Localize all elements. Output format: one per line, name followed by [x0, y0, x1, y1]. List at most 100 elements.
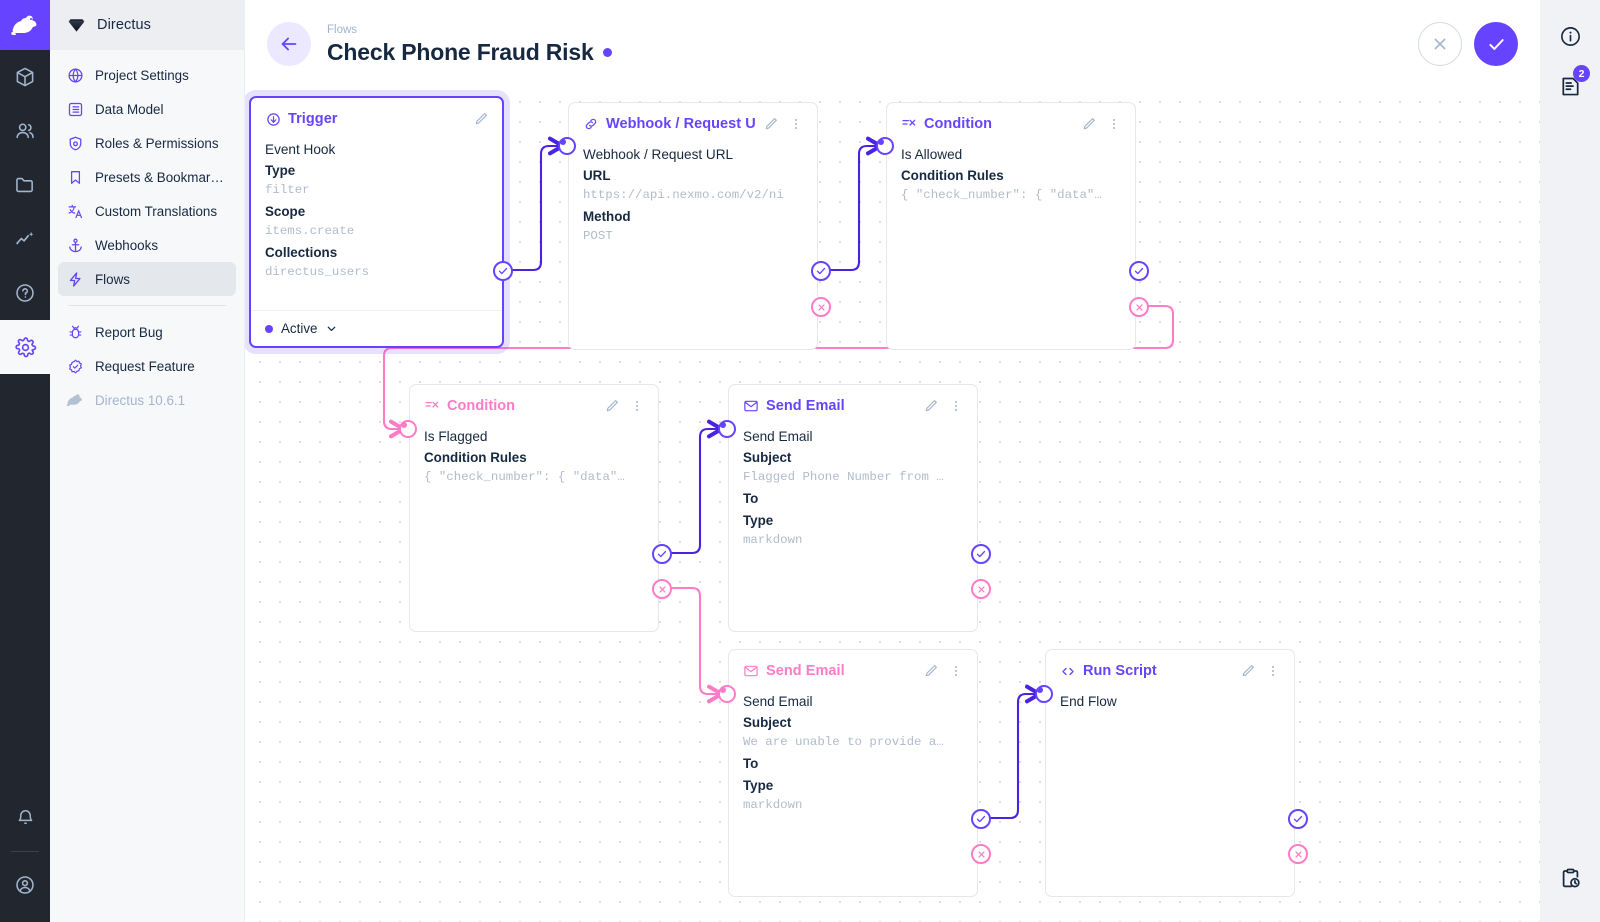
sidebar-item-flows[interactable]: Flows: [58, 262, 236, 296]
field-label: Type: [265, 163, 296, 178]
flow-canvas[interactable]: Trigger Event Hook Type filter Scope ite…: [245, 88, 1540, 922]
port-trigger-resolve[interactable]: [493, 261, 513, 281]
port-run-script-reject[interactable]: [1288, 844, 1308, 864]
port-send-email-flagged-input[interactable]: [718, 420, 736, 438]
port-send-email-unable-resolve[interactable]: [971, 809, 991, 829]
port-condition-allowed-reject[interactable]: [1129, 297, 1149, 317]
save-button[interactable]: [1474, 22, 1518, 66]
rail-item-content[interactable]: [0, 50, 50, 104]
port-condition-flagged-resolve[interactable]: [652, 544, 672, 564]
port-webhook-reject[interactable]: [811, 297, 831, 317]
rail-item-account[interactable]: [0, 858, 50, 912]
node-body: Event Hook Type filter Scope items.creat…: [251, 140, 502, 294]
flow-node-condition-flagged[interactable]: Condition Is Flagged Condition Rules { "…: [409, 384, 659, 632]
sidebar-item-presets-bookmarks[interactable]: Presets & Bookmar…: [58, 160, 236, 194]
node-name: Send Email: [743, 694, 813, 709]
port-condition-flagged-input[interactable]: [399, 420, 417, 438]
more-vertical-icon[interactable]: [948, 398, 964, 414]
sidebar-item-data-model[interactable]: Data Model: [58, 92, 236, 126]
sidebar-version: Directus 10.6.1: [58, 383, 236, 417]
edit-icon[interactable]: [1081, 116, 1097, 132]
flow-node-send-email-flagged[interactable]: Send Email Send Email Subject Flagged Ph…: [728, 384, 978, 632]
sidebar-item-request-feature[interactable]: Request Feature: [58, 349, 236, 383]
flow-node-send-email-unable[interactable]: Send Email Send Email Subject We are una…: [728, 649, 978, 897]
more-vertical-icon[interactable]: [948, 663, 964, 679]
port-webhook-resolve[interactable]: [811, 261, 831, 281]
module-rail-items: [0, 50, 50, 374]
sidebar-item-custom-translations[interactable]: Custom Translations: [58, 194, 236, 228]
port-condition-allowed-resolve[interactable]: [1129, 261, 1149, 281]
rail-item-insights[interactable]: [0, 212, 50, 266]
rail-item-notifications[interactable]: [0, 791, 50, 845]
flow-node-webhook[interactable]: Webhook / Request U Webhook / Request UR…: [568, 102, 818, 350]
info-circle-icon: [1560, 26, 1580, 46]
field-label: To: [743, 491, 759, 506]
chevron-down-icon[interactable]: [325, 322, 338, 335]
flow-editor: Flows Check Phone Fraud Risk: [245, 0, 1540, 922]
sidebar-item-report-bug[interactable]: Report Bug: [58, 315, 236, 349]
edit-icon[interactable]: [763, 116, 779, 132]
node-body: End Flow: [1046, 692, 1294, 725]
edge-send-email-unable-to-run-script: [982, 684, 1042, 820]
info-sidebar-button[interactable]: [1548, 14, 1592, 58]
directus-diamond-icon: [68, 18, 85, 32]
sidebar-item-project-settings[interactable]: Project Settings: [58, 58, 236, 92]
port-condition-allowed-input[interactable]: [876, 137, 894, 155]
port-send-email-flagged-reject[interactable]: [971, 579, 991, 599]
node-header: Send Email: [729, 385, 977, 427]
port-send-email-unable-input[interactable]: [718, 685, 736, 703]
sidebar-item-roles-permissions[interactable]: Roles & Permissions: [58, 126, 236, 160]
cancel-button[interactable]: [1418, 22, 1462, 66]
edit-icon[interactable]: [923, 663, 939, 679]
port-run-script-input[interactable]: [1035, 685, 1053, 703]
sidebar-item-label: Data Model: [95, 101, 164, 117]
more-vertical-icon[interactable]: [629, 398, 645, 414]
check-circle-icon: [652, 544, 672, 564]
edit-icon[interactable]: [604, 398, 620, 414]
flow-node-condition-allowed[interactable]: Condition Is Allowed Condition Rules { "…: [886, 102, 1136, 350]
directus-logo[interactable]: [0, 0, 50, 50]
activity-history-button[interactable]: [1548, 856, 1592, 900]
rail-item-file-library[interactable]: [0, 158, 50, 212]
port-send-email-flagged-resolve[interactable]: [971, 544, 991, 564]
node-title: Run Script: [1083, 663, 1157, 679]
node-name: Webhook / Request URL: [583, 147, 734, 162]
edit-icon[interactable]: [1240, 663, 1256, 679]
port-run-script-resolve[interactable]: [1288, 809, 1308, 829]
sidebar-divider: [68, 305, 226, 306]
more-vertical-icon[interactable]: [1265, 663, 1281, 679]
bolt-icon: [66, 270, 84, 288]
check-circle-icon: [493, 261, 513, 281]
rail-item-settings[interactable]: [0, 320, 50, 374]
node-name: Is Allowed: [901, 147, 963, 162]
back-button[interactable]: [267, 22, 311, 66]
arrow-left-icon: [281, 37, 297, 51]
node-name: Is Flagged: [424, 429, 488, 444]
edit-icon[interactable]: [473, 111, 489, 127]
folder-icon: [16, 177, 33, 193]
edit-icon[interactable]: [923, 398, 939, 414]
sidebar-item-webhooks[interactable]: Webhooks: [58, 228, 236, 262]
flow-logs-button[interactable]: 2: [1548, 64, 1592, 108]
sidebar-item-label: Project Settings: [95, 67, 189, 83]
breadcrumb[interactable]: Flows: [327, 23, 358, 36]
flow-node-run-script[interactable]: Run Script End Flow: [1045, 649, 1295, 897]
rail-item-user-directory[interactable]: [0, 104, 50, 158]
node-title: Webhook / Request U: [606, 116, 756, 132]
x-circle-icon: [1288, 844, 1308, 864]
edge-trigger-to-webhook: [505, 136, 565, 272]
rail-item-docs[interactable]: [0, 266, 50, 320]
port-send-email-unable-reject[interactable]: [971, 844, 991, 864]
field-value: items.create: [265, 224, 355, 238]
port-condition-flagged-reject[interactable]: [652, 579, 672, 599]
more-vertical-icon[interactable]: [1106, 116, 1122, 132]
field-value: Flagged Phone Number from …: [743, 470, 944, 484]
box-icon: [16, 67, 34, 87]
node-header: Condition: [410, 385, 658, 427]
trigger-status-footer[interactable]: Active: [251, 310, 502, 346]
sidebar-item-label: Flows: [95, 271, 130, 287]
flow-node-trigger[interactable]: Trigger Event Hook Type filter Scope ite…: [249, 96, 504, 348]
flow-topbar: Flows Check Phone Fraud Risk: [245, 0, 1540, 88]
more-vertical-icon[interactable]: [788, 116, 804, 132]
port-webhook-input[interactable]: [558, 137, 576, 155]
